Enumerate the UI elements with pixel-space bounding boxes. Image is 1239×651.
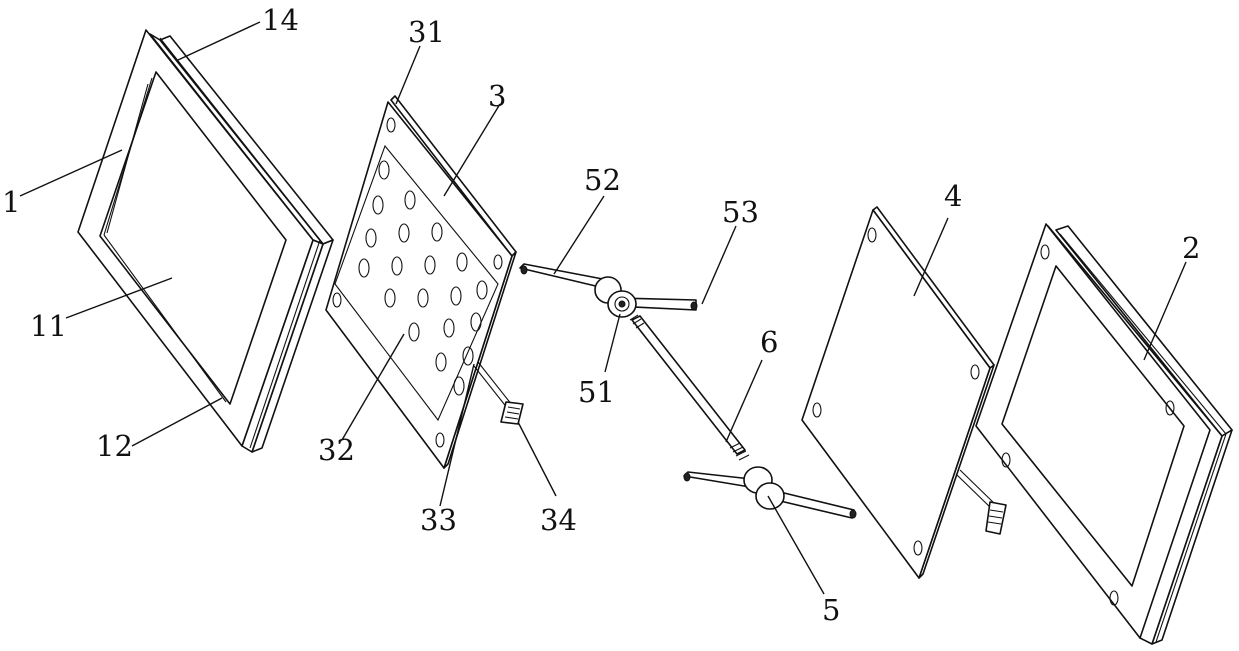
- label-12: 12: [96, 429, 133, 463]
- label-33: 33: [420, 503, 457, 537]
- label-32: 32: [318, 433, 355, 467]
- label-53: 53: [722, 195, 759, 229]
- label-51: 51: [578, 375, 615, 409]
- upper-connector: [520, 264, 697, 317]
- rear-plate: [802, 207, 1006, 578]
- label-14: 14: [262, 3, 299, 37]
- label-11: 11: [30, 309, 67, 343]
- perforated-plate: [326, 96, 523, 468]
- label-2: 2: [1182, 231, 1200, 265]
- label-52: 52: [584, 163, 621, 197]
- label-1: 1: [2, 185, 20, 219]
- label-5: 5: [822, 593, 840, 627]
- plate-cable-connector: [474, 362, 523, 424]
- label-6: 6: [760, 325, 778, 359]
- label-31: 31: [408, 15, 445, 49]
- label-4: 4: [944, 179, 962, 213]
- label-34: 34: [540, 503, 577, 537]
- front-frame: [78, 30, 333, 452]
- rear-cable-connector: [956, 470, 1006, 534]
- label-3: 3: [488, 79, 506, 113]
- rear-frame: [976, 224, 1232, 644]
- shaft: [630, 315, 749, 460]
- lower-connector: [684, 467, 856, 518]
